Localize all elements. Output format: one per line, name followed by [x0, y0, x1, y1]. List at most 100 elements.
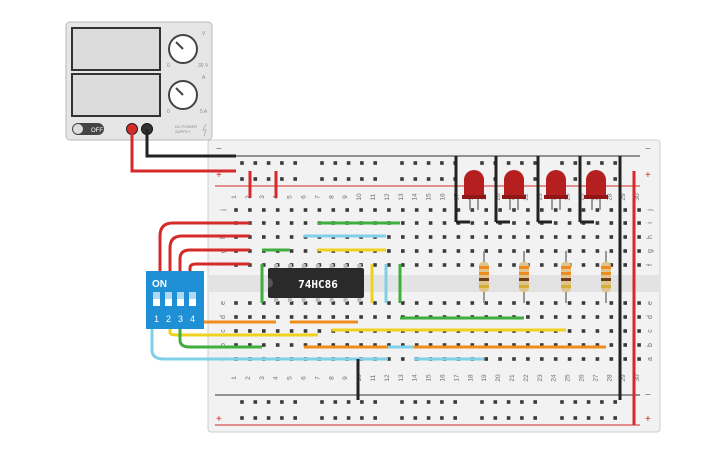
rail-hole[interactable]	[333, 161, 338, 165]
breadboard-hole[interactable]	[442, 343, 447, 347]
rail-hole[interactable]	[613, 161, 617, 165]
breadboard-hole[interactable]	[581, 329, 586, 333]
breadboard-hole[interactable]	[234, 329, 238, 333]
breadboard-hole[interactable]	[428, 208, 433, 212]
rail-hole[interactable]	[253, 161, 258, 165]
breadboard-hole[interactable]	[234, 208, 238, 212]
breadboard-hole[interactable]	[512, 208, 516, 212]
rail-hole[interactable]	[346, 177, 351, 181]
rail-hole[interactable]	[360, 177, 364, 181]
rail-hole[interactable]	[266, 416, 271, 420]
breadboard-hole[interactable]	[401, 343, 405, 347]
breadboard-hole[interactable]	[623, 301, 627, 305]
rail-hole[interactable]	[533, 400, 537, 404]
breadboard-hole[interactable]	[567, 315, 572, 319]
breadboard-hole[interactable]	[442, 235, 447, 239]
breadboard-hole[interactable]	[512, 221, 516, 225]
breadboard-hole[interactable]	[526, 301, 530, 305]
breadboard-hole[interactable]	[373, 263, 377, 267]
breadboard-hole[interactable]	[498, 343, 502, 347]
rail-hole[interactable]	[613, 400, 617, 404]
rail-hole[interactable]	[373, 161, 377, 165]
breadboard-hole[interactable]	[484, 235, 488, 239]
rail-hole[interactable]	[453, 400, 457, 404]
rail-hole[interactable]	[493, 416, 498, 420]
breadboard-hole[interactable]	[345, 343, 349, 347]
breadboard-hole[interactable]	[456, 208, 461, 212]
breadboard-hole[interactable]	[359, 208, 363, 212]
breadboard-hole[interactable]	[581, 315, 586, 319]
rail-hole[interactable]	[373, 177, 377, 181]
breadboard-hole[interactable]	[526, 235, 530, 239]
rail-hole[interactable]	[400, 400, 404, 404]
rail-hole[interactable]	[560, 400, 564, 404]
wire-power-positive[interactable]	[130, 129, 236, 173]
rail-hole[interactable]	[493, 400, 498, 404]
breadboard-hole[interactable]	[414, 249, 419, 253]
breadboard-hole[interactable]	[428, 235, 433, 239]
breadboard-hole[interactable]	[526, 221, 530, 225]
dip-toggle-slot[interactable]	[165, 292, 172, 306]
rail-hole[interactable]	[360, 400, 364, 404]
rail-hole[interactable]	[480, 400, 484, 404]
rail-hole[interactable]	[266, 400, 271, 404]
breadboard-hole[interactable]	[262, 329, 266, 333]
rail-hole[interactable]	[533, 161, 537, 165]
breadboard-hole[interactable]	[581, 343, 586, 347]
rail-hole[interactable]	[240, 177, 244, 181]
breadboard-hole[interactable]	[595, 263, 600, 267]
breadboard-hole[interactable]	[317, 208, 322, 212]
breadboard-hole[interactable]	[359, 315, 363, 319]
rail-hole[interactable]	[293, 416, 297, 420]
breadboard-hole[interactable]	[248, 329, 252, 333]
breadboard-hole[interactable]	[289, 343, 294, 347]
breadboard-hole[interactable]	[567, 329, 572, 333]
breadboard-hole[interactable]	[512, 301, 516, 305]
breadboard-hole[interactable]	[484, 301, 488, 305]
wires[interactable]	[130, 129, 636, 425]
breadboard-hole[interactable]	[317, 315, 322, 319]
rail-hole[interactable]	[573, 416, 578, 420]
rail-hole[interactable]	[506, 161, 511, 165]
breadboard-hole[interactable]	[456, 249, 461, 253]
rail-hole[interactable]	[346, 400, 351, 404]
breadboard-hole[interactable]	[414, 235, 419, 239]
breadboard-hole[interactable]	[581, 249, 586, 253]
breadboard-hole[interactable]	[567, 235, 572, 239]
breadboard-hole[interactable]	[428, 301, 433, 305]
rail-hole[interactable]	[586, 400, 591, 404]
breadboard-hole[interactable]	[275, 221, 280, 225]
breadboard-hole[interactable]	[428, 249, 433, 253]
breadboard-hole[interactable]	[526, 208, 530, 212]
breadboard-hole[interactable]	[262, 315, 266, 319]
breadboard-hole[interactable]	[609, 249, 614, 253]
rail-hole[interactable]	[613, 416, 617, 420]
rail-hole[interactable]	[253, 416, 258, 420]
breadboard-hole[interactable]	[553, 249, 558, 253]
breadboard-hole[interactable]	[470, 263, 475, 267]
breadboard-hole[interactable]	[414, 301, 419, 305]
breadboard-hole[interactable]	[248, 208, 252, 212]
rail-hole[interactable]	[440, 400, 444, 404]
breadboard-hole[interactable]	[595, 329, 600, 333]
wire-dip-green[interactable]	[178, 328, 262, 349]
breadboard-hole[interactable]	[262, 208, 266, 212]
breadboard-hole[interactable]	[553, 221, 558, 225]
breadboard-hole[interactable]	[609, 329, 614, 333]
breadboard-hole[interactable]	[275, 208, 280, 212]
wire-dip-red-4[interactable]	[188, 262, 250, 271]
breadboard-hole[interactable]	[428, 343, 433, 347]
breadboard-hole[interactable]	[498, 357, 502, 361]
breadboard-hole[interactable]	[553, 301, 558, 305]
rail-hole[interactable]	[560, 161, 564, 165]
rail-hole[interactable]	[413, 161, 418, 165]
rail-hole[interactable]	[453, 416, 457, 420]
breadboard-hole[interactable]	[470, 235, 475, 239]
breadboard-hole[interactable]	[289, 221, 294, 225]
resistors[interactable]	[479, 251, 611, 303]
breadboard-hole[interactable]	[623, 357, 627, 361]
breadboard-hole[interactable]	[303, 343, 308, 347]
breadboard-hole[interactable]	[540, 301, 544, 305]
